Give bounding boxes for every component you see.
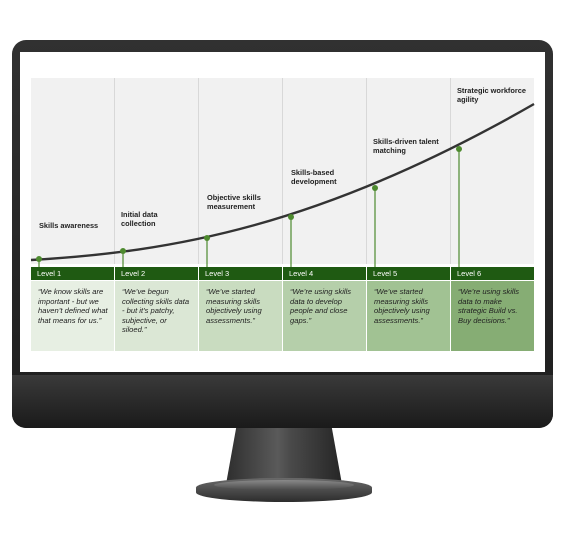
level-quote-2: “We’ve begun collecting skills data - bu… — [115, 281, 198, 351]
stage-label-3: Objective skills measurement — [207, 193, 261, 211]
marker-dot-4 — [288, 214, 294, 220]
stage-label-4: Skills-based development — [291, 168, 337, 186]
level-tag-6: Level 6 — [451, 267, 534, 280]
monitor-screen: Skills awareness Initial data collection… — [20, 52, 545, 372]
level-quote-6: “We’re using skills data to make strateg… — [451, 281, 534, 351]
marker-dot-2 — [120, 248, 126, 254]
marker-dot-3 — [204, 235, 210, 241]
level-column-5 — [367, 78, 451, 264]
level-column-3 — [199, 78, 283, 264]
level-column-4 — [283, 78, 367, 264]
growth-curve-line — [30, 102, 535, 262]
stage-label-6: Strategic workforce agility — [457, 86, 527, 104]
level-column-1 — [31, 78, 115, 264]
level-quote-3: “We’ve started measuring skills objectiv… — [199, 281, 282, 351]
level-tag-4: Level 4 — [283, 267, 366, 280]
level-quote-4: “We’re using skills data to develop peop… — [283, 281, 366, 351]
monitor-stand-base-top — [214, 480, 354, 490]
monitor-stand-neck — [226, 428, 342, 484]
level-tag-5: Level 5 — [367, 267, 450, 280]
stage-label-5: Skills-driven talent matching — [373, 137, 439, 155]
level-quote-5: “We’ve started measuring skills objectiv… — [367, 281, 450, 351]
level-column-2 — [115, 78, 199, 264]
level-column-6 — [451, 78, 534, 264]
level-tag-2: Level 2 — [115, 267, 198, 280]
monitor-chin — [12, 375, 553, 428]
maturity-curve — [30, 102, 535, 267]
stage-label-2: Initial data collection — [121, 210, 158, 228]
marker-dot-1 — [36, 256, 42, 262]
marker-dot-5 — [372, 185, 378, 191]
marker-dot-6 — [456, 146, 462, 152]
level-tag-3: Level 3 — [199, 267, 282, 280]
level-quote-1: “We know skills are important - but we h… — [31, 281, 114, 351]
level-tag-1: Level 1 — [31, 267, 114, 280]
stage-label-1: Skills awareness — [39, 221, 99, 230]
